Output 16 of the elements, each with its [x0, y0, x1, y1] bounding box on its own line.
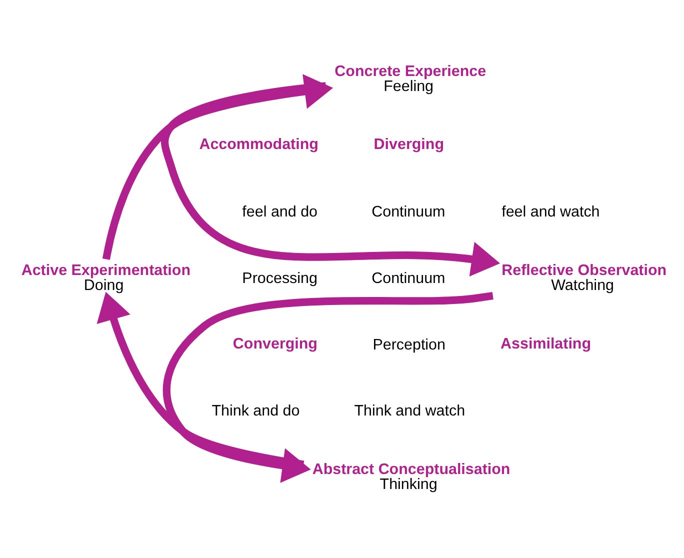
- label: feel and do: [242, 204, 318, 221]
- node-text: Abstract Conceptualisation Thinking: [312, 460, 510, 494]
- node-text: Concrete Experience Feeling: [334, 62, 486, 96]
- node-text: Reflective Observation Watching: [502, 262, 667, 294]
- label: feel and watch: [502, 204, 600, 221]
- node-text: Active Experimentation Doing: [21, 262, 191, 294]
- label: Diverging: [374, 136, 444, 154]
- label: Continuum: [372, 204, 446, 221]
- label: Converging: [232, 335, 318, 352]
- label: Think and do: [212, 402, 300, 420]
- label: Assimilating: [500, 335, 592, 352]
- label: Perception: [372, 336, 446, 354]
- label: Accommodating: [199, 136, 318, 154]
- label: Processing: [242, 270, 318, 288]
- label: Continuum: [372, 270, 446, 288]
- label: Think and watch: [354, 402, 466, 420]
